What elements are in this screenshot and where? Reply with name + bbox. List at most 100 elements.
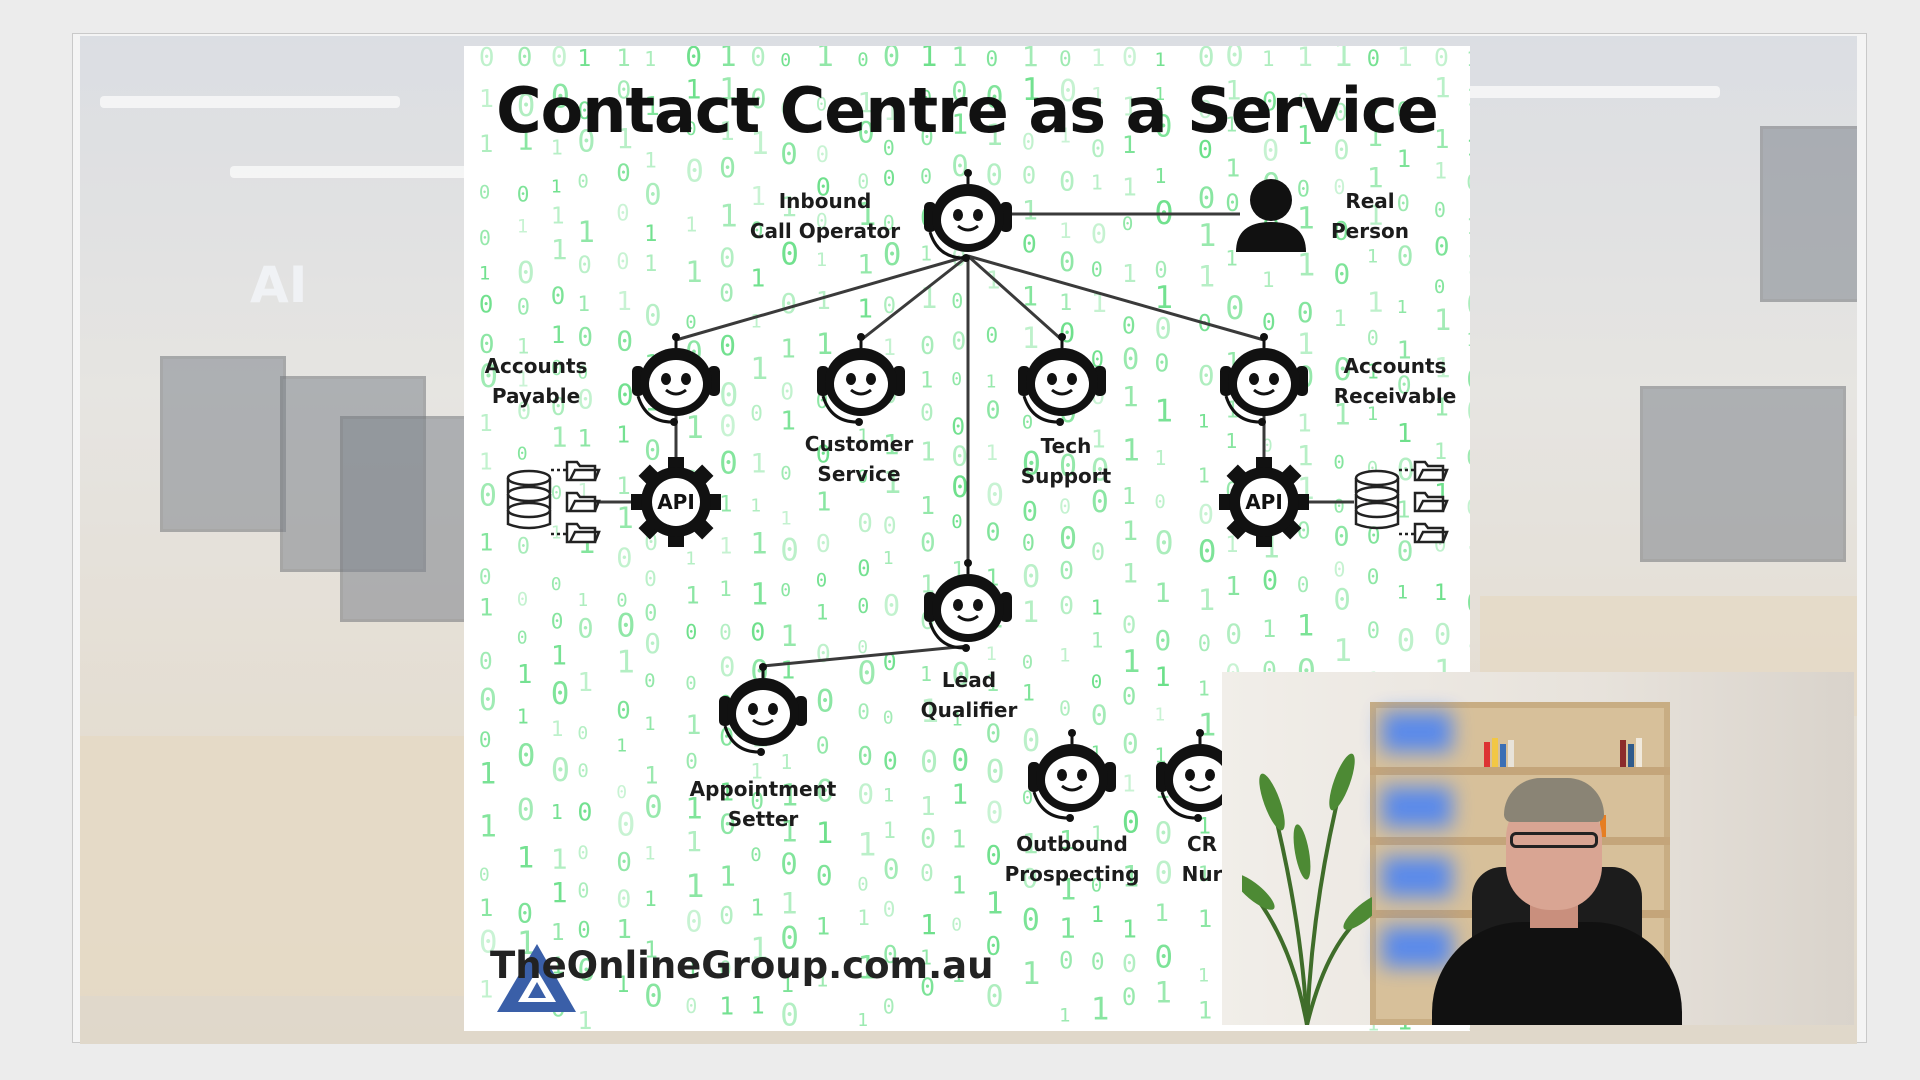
svg-text:1: 1 xyxy=(719,46,736,73)
svg-text:0: 0 xyxy=(857,594,869,618)
svg-text:0: 0 xyxy=(1198,499,1214,530)
svg-text:1: 1 xyxy=(1154,662,1170,693)
svg-text:0: 0 xyxy=(1122,313,1136,339)
svg-text:0: 0 xyxy=(551,392,566,421)
svg-text:1: 1 xyxy=(685,410,704,446)
svg-text:1: 1 xyxy=(986,671,1000,697)
svg-text:0: 0 xyxy=(920,528,936,558)
svg-text:1: 1 xyxy=(479,529,493,557)
svg-text:0: 0 xyxy=(1333,258,1350,291)
svg-text:0: 0 xyxy=(1434,198,1446,222)
svg-text:0: 0 xyxy=(616,325,633,358)
svg-text:1: 1 xyxy=(1434,440,1447,465)
svg-text:1: 1 xyxy=(479,894,493,922)
svg-text:0: 0 xyxy=(1262,435,1273,456)
svg-text:1: 1 xyxy=(685,582,699,610)
svg-text:0: 0 xyxy=(951,289,963,313)
svg-text:0: 0 xyxy=(1466,362,1470,395)
svg-text:0: 0 xyxy=(577,124,595,159)
svg-text:0: 0 xyxy=(1297,178,1310,203)
svg-text:0: 0 xyxy=(1091,698,1108,731)
svg-text:0: 0 xyxy=(685,118,696,140)
svg-text:1: 1 xyxy=(1154,394,1173,430)
svg-text:0: 0 xyxy=(479,181,490,203)
svg-text:1: 1 xyxy=(616,645,635,681)
svg-text:1: 1 xyxy=(1225,572,1241,602)
svg-text:0: 0 xyxy=(1091,257,1103,281)
svg-text:1: 1 xyxy=(517,660,533,690)
svg-text:1: 1 xyxy=(1122,772,1136,798)
svg-text:1: 1 xyxy=(750,760,763,784)
svg-text:1: 1 xyxy=(685,213,697,237)
svg-text:1: 1 xyxy=(616,287,632,317)
svg-text:0: 0 xyxy=(1367,96,1379,120)
svg-text:1: 1 xyxy=(685,791,702,825)
svg-text:0: 0 xyxy=(1022,864,1038,895)
svg-text:0: 0 xyxy=(616,250,629,275)
svg-text:1: 1 xyxy=(1434,159,1447,184)
svg-text:0: 0 xyxy=(616,378,633,412)
svg-text:0: 0 xyxy=(1466,495,1470,519)
svg-text:0: 0 xyxy=(883,514,897,540)
svg-text:0: 0 xyxy=(1397,99,1411,125)
svg-text:1: 1 xyxy=(517,704,529,728)
svg-text:1: 1 xyxy=(1225,154,1240,183)
svg-text:1: 1 xyxy=(1091,991,1110,1027)
svg-text:1: 1 xyxy=(1122,172,1137,201)
svg-text:0: 0 xyxy=(1022,412,1033,434)
svg-text:1: 1 xyxy=(780,814,797,848)
svg-text:0: 0 xyxy=(1154,258,1167,283)
svg-text:1: 1 xyxy=(1297,248,1316,284)
svg-text:0: 0 xyxy=(1367,326,1379,350)
svg-text:0: 0 xyxy=(780,137,797,171)
svg-text:1: 1 xyxy=(816,912,830,940)
svg-text:0: 0 xyxy=(719,621,732,645)
bot-tech-support-icon xyxy=(1018,333,1106,426)
svg-text:1: 1 xyxy=(1022,827,1039,860)
svg-text:1: 1 xyxy=(1091,170,1103,194)
svg-text:1: 1 xyxy=(750,352,768,387)
svg-text:1: 1 xyxy=(616,501,633,535)
svg-text:1: 1 xyxy=(1154,84,1165,105)
svg-text:1: 1 xyxy=(577,424,591,452)
svg-text:0: 0 xyxy=(644,601,657,626)
svg-text:0: 0 xyxy=(719,151,736,184)
svg-text:1: 1 xyxy=(1397,497,1411,523)
svg-text:0: 0 xyxy=(883,994,895,1018)
svg-text:0: 0 xyxy=(857,778,874,811)
svg-text:0: 0 xyxy=(719,446,738,482)
svg-text:1: 1 xyxy=(816,46,834,74)
svg-text:0: 0 xyxy=(517,182,530,206)
svg-text:1: 1 xyxy=(951,108,968,141)
svg-text:0: 0 xyxy=(986,980,1004,1015)
svg-text:0: 0 xyxy=(1367,47,1380,72)
svg-text:0: 0 xyxy=(517,88,536,124)
svg-text:0: 0 xyxy=(577,97,591,125)
svg-text:1: 1 xyxy=(816,816,833,850)
svg-text:1: 1 xyxy=(986,887,1004,922)
svg-text:0: 0 xyxy=(517,793,535,828)
svg-text:0: 0 xyxy=(1225,46,1244,74)
svg-text:0: 0 xyxy=(551,282,565,310)
svg-text:0: 0 xyxy=(951,76,967,107)
svg-text:0: 0 xyxy=(1198,359,1215,392)
svg-text:1: 1 xyxy=(920,662,932,686)
svg-text:1: 1 xyxy=(951,778,968,811)
webcam-video-feed[interactable] xyxy=(1222,672,1854,1025)
svg-text:0: 0 xyxy=(780,921,799,957)
svg-text:1: 1 xyxy=(616,736,627,757)
svg-text:1: 1 xyxy=(1198,997,1212,1025)
brand-url: TheOnlineGroup.com.au xyxy=(490,944,994,987)
svg-text:1: 1 xyxy=(1122,93,1138,123)
svg-text:0: 0 xyxy=(816,143,829,168)
svg-text:1: 1 xyxy=(1466,638,1470,672)
svg-text:1: 1 xyxy=(1225,76,1241,107)
svg-text:0: 0 xyxy=(883,294,896,319)
svg-text:1: 1 xyxy=(857,86,874,119)
svg-text:0: 0 xyxy=(951,470,968,504)
svg-text:1: 1 xyxy=(857,250,873,281)
svg-text:1: 1 xyxy=(1198,905,1212,933)
svg-text:1: 1 xyxy=(644,938,658,964)
svg-text:0: 0 xyxy=(1466,446,1470,471)
